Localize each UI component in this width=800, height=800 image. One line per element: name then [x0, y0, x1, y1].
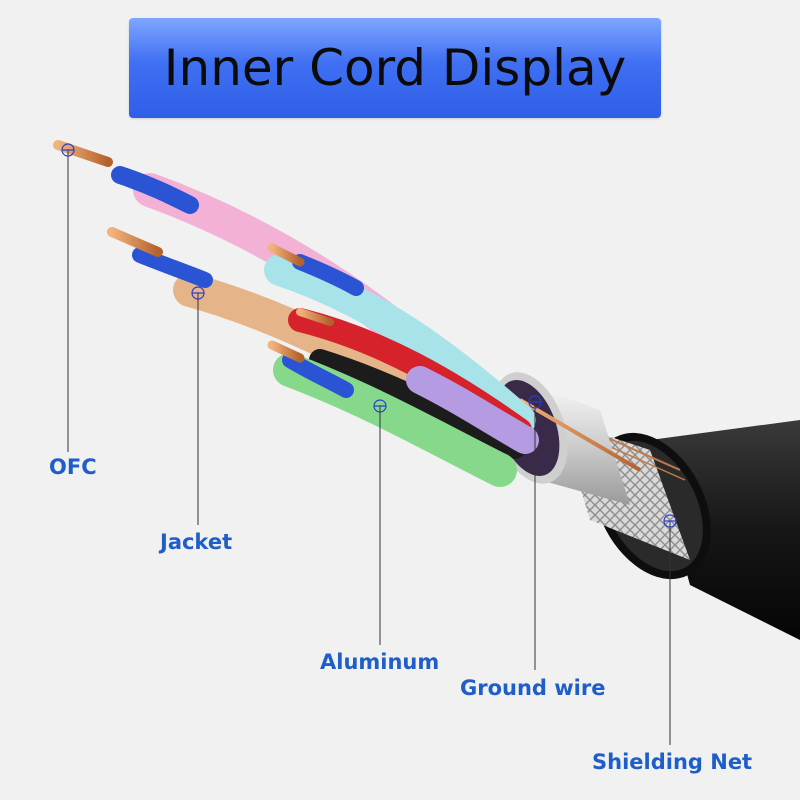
- label-shielding-net: Shielding Net: [592, 750, 753, 774]
- title-banner: Inner Cord Display: [129, 18, 661, 118]
- ground-wire: [518, 398, 642, 472]
- copper-conductors: [53, 140, 334, 363]
- label-ofc: OFC: [49, 455, 97, 479]
- marker-points: [61, 143, 677, 528]
- ground-wire-marker: [528, 395, 542, 409]
- label-aluminum: Aluminum: [320, 650, 440, 674]
- shielding-net-marker: [663, 514, 677, 528]
- page-title: Inner Cord Display: [163, 39, 627, 97]
- aluminum-marker: [373, 399, 387, 413]
- leader-lines: [67, 150, 671, 745]
- jacket-marker: [191, 286, 205, 300]
- ofc-marker: [61, 143, 75, 157]
- label-jacket: Jacket: [160, 530, 233, 554]
- twisted-pairs: [111, 166, 539, 487]
- label-ground-wire: Ground wire: [460, 676, 606, 700]
